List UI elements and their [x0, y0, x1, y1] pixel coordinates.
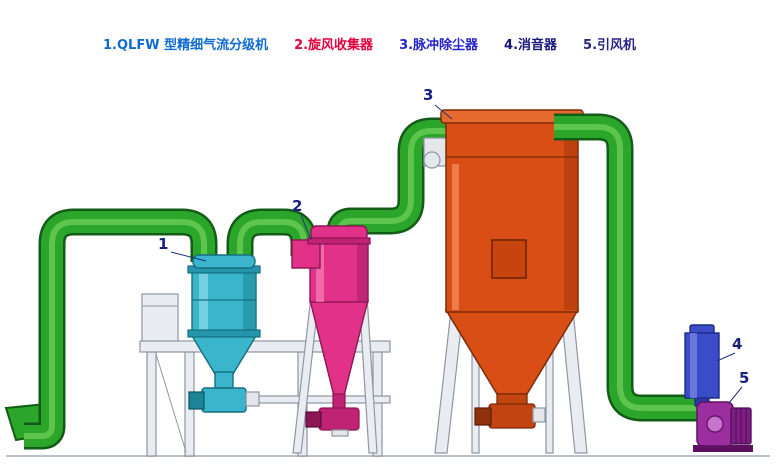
pipe-feed-to-classifier: [24, 208, 218, 450]
classifier-rotary-valve: [188, 387, 260, 413]
pipe-cyclone-to-baghouse: [326, 117, 452, 246]
feed-chute: [141, 293, 179, 342]
pipe-classifier-to-cyclone: [226, 208, 318, 266]
baghouse-rotary-valve: [474, 403, 546, 429]
cyclone-rotary-valve: [305, 407, 360, 437]
callout-leader-lines: [170, 104, 743, 404]
legend-item-cyclone: 2.旋风收集器: [294, 38, 374, 53]
access-door: [491, 239, 527, 279]
legend-item-baghouse: 3.脉冲除尘器: [399, 38, 479, 53]
legend-item-fan: 5.引风机: [583, 38, 637, 53]
callout-baghouse: 3: [423, 86, 434, 104]
fan-inlet-eye: [706, 415, 724, 433]
callout-muffler: 4: [732, 335, 743, 353]
cyclone-inlet: [291, 239, 321, 269]
callout-classifier: 1: [158, 235, 169, 253]
classifier-unit: [187, 254, 261, 413]
callout-cyclone: 2: [292, 197, 303, 215]
callout-fan: 5: [739, 369, 750, 387]
pipe-baghouse-to-fan: [554, 113, 702, 422]
fan-unit: [693, 401, 753, 452]
legend-bar: 1.QLFW 型精细气流分级机 2.旋风收集器 3.脉冲除尘器 4.消音器 5.…: [103, 34, 636, 53]
baghouse-unit: [423, 109, 584, 429]
legend-item-classifier: 1.QLFW 型精细气流分级机: [103, 38, 269, 53]
legend-item-muffler: 4.消音器: [504, 38, 558, 53]
cyclone-unit: [291, 225, 371, 437]
muffler-unit: [684, 324, 720, 407]
pulse-valve-box: [423, 137, 456, 169]
